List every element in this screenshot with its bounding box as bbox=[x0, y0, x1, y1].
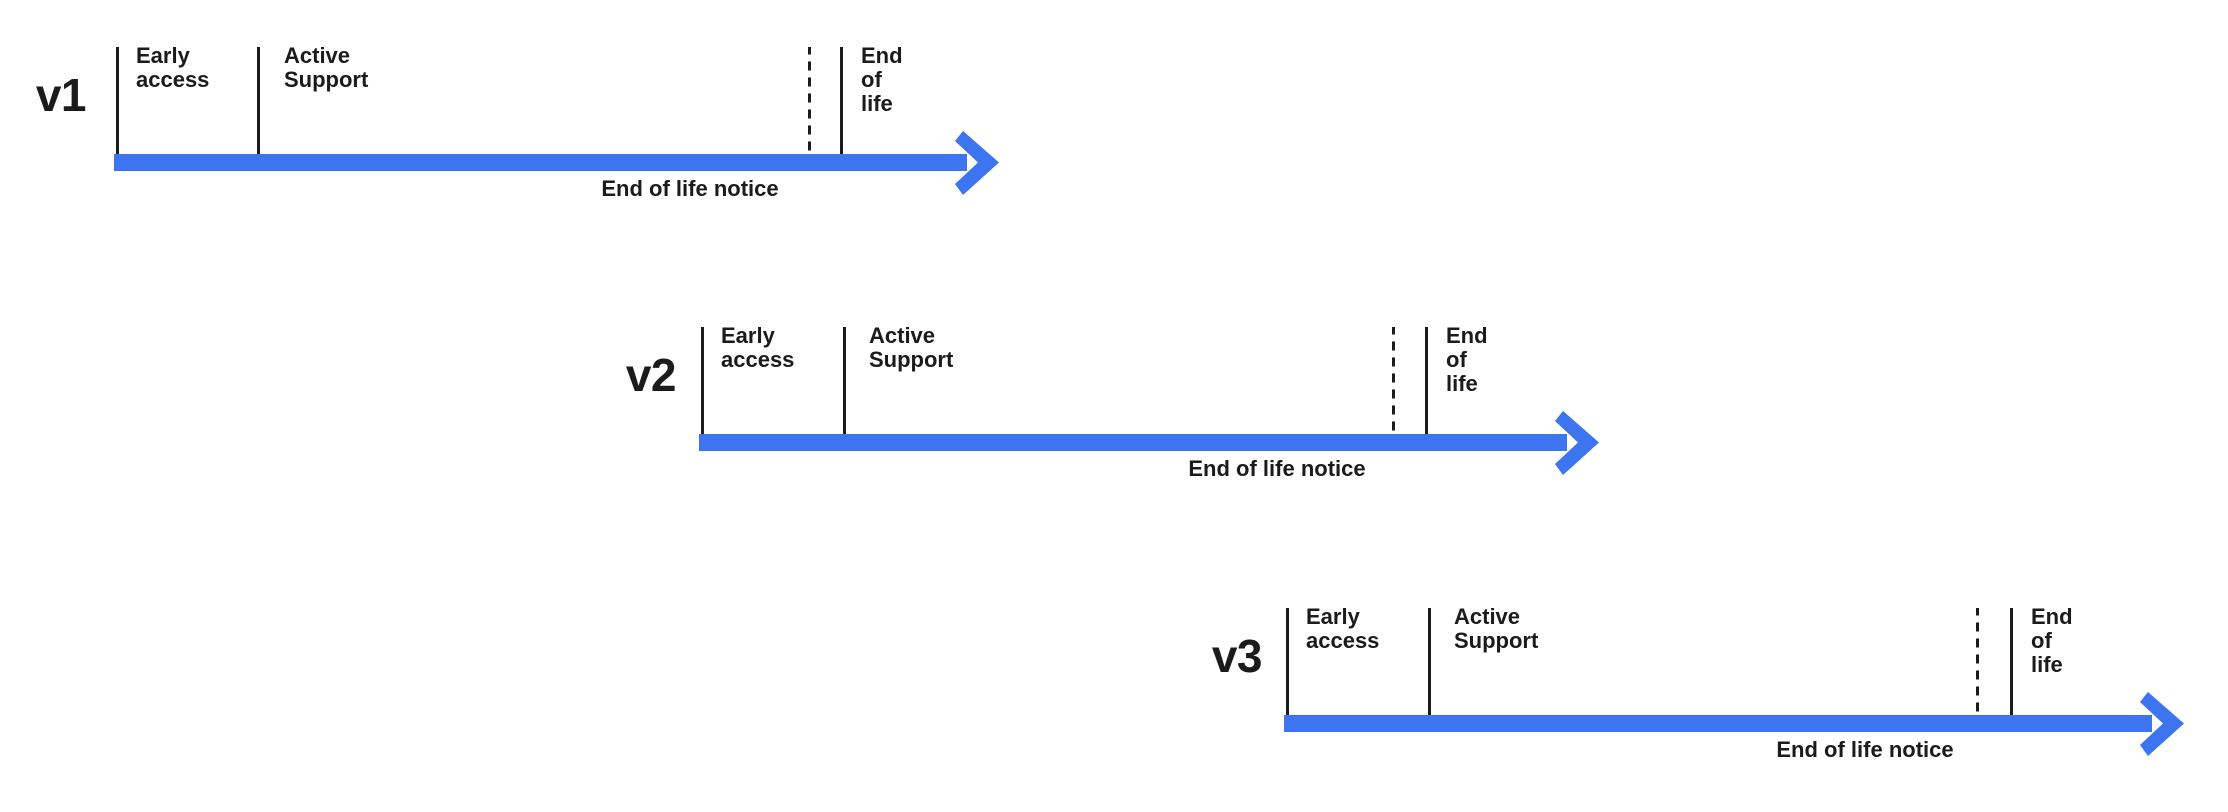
marker-end-of-life-start-v3 bbox=[2010, 608, 2013, 717]
bar-caption-v1: End of life notice bbox=[601, 176, 779, 201]
marker-active-support-start-v3 bbox=[1428, 608, 1431, 717]
phase-label-early-access-v2: Early access bbox=[721, 323, 795, 372]
arrow-head-icon-v1 bbox=[955, 131, 999, 195]
phase-label-end-of-life-v3: End of life bbox=[2031, 604, 2073, 677]
phase-label-end-of-life-v1: End of life bbox=[861, 43, 903, 116]
marker-early-access-start-v2 bbox=[701, 327, 704, 436]
phase-label-end-of-life-v2: End of life bbox=[1446, 323, 1488, 396]
phase-label-early-access-v1: Early access bbox=[136, 43, 210, 92]
phase-label-active-support-v3: Active Support bbox=[1454, 604, 1539, 653]
bar-caption-v2: End of life notice bbox=[1188, 456, 1366, 481]
phase-label-active-support-v1: Active Support bbox=[284, 43, 369, 92]
phase-label-active-support-v2: Active Support bbox=[869, 323, 954, 372]
marker-end-of-life-notice-v3 bbox=[1976, 608, 1979, 717]
lifecycle-bar-v2 bbox=[699, 434, 1567, 451]
marker-active-support-start-v2 bbox=[843, 327, 846, 436]
marker-active-support-start-v1 bbox=[257, 47, 260, 156]
version-label-v3: v3 bbox=[1211, 630, 1263, 682]
marker-end-of-life-notice-v1 bbox=[808, 47, 811, 156]
phase-label-early-access-v3: Early access bbox=[1306, 604, 1380, 653]
marker-early-access-start-v1 bbox=[116, 47, 119, 156]
version-label-v1: v1 bbox=[35, 69, 87, 121]
arrow-head-icon-v2 bbox=[1555, 411, 1599, 475]
lifecycle-bar-v3 bbox=[1284, 715, 2152, 732]
arrow-head-icon-v3 bbox=[2140, 692, 2184, 756]
marker-end-of-life-start-v2 bbox=[1425, 327, 1428, 436]
marker-end-of-life-notice-v2 bbox=[1392, 327, 1395, 436]
marker-early-access-start-v3 bbox=[1286, 608, 1289, 717]
lifecycle-bar-v1 bbox=[114, 154, 967, 171]
version-label-v2: v2 bbox=[625, 349, 677, 401]
marker-end-of-life-start-v1 bbox=[840, 47, 843, 156]
bar-caption-v3: End of life notice bbox=[1776, 737, 1954, 762]
